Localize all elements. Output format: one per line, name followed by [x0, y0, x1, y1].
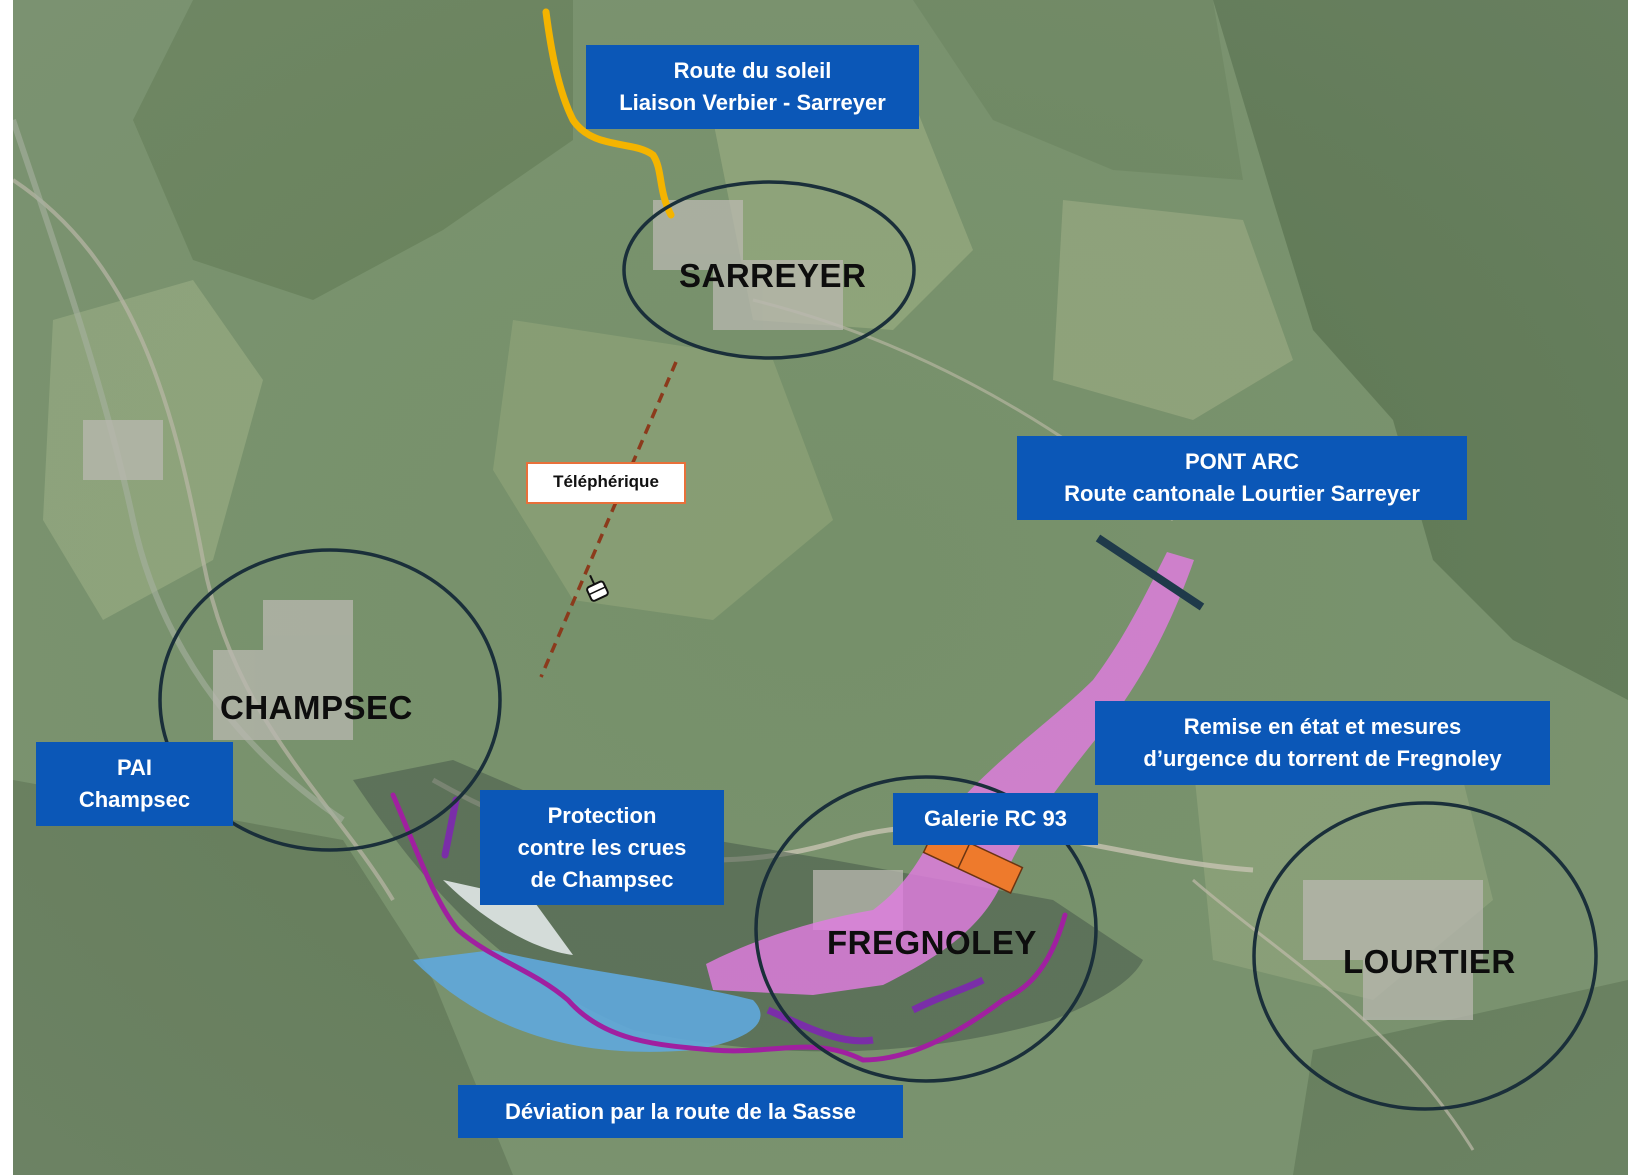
planning-overlay: [158, 8, 1598, 1111]
galerie-label: Galerie RC 93: [893, 793, 1098, 845]
teleferique-line: [539, 361, 678, 678]
aerial-terrain: [13, 0, 1628, 1175]
route-soleil-label: Route du soleil Liaison Verbier - Sarrey…: [586, 45, 919, 129]
pont-arc-label: PONT ARC Route cantonale Lourtier Sarrey…: [1017, 436, 1467, 520]
place-sarreyer: SARREYER: [679, 257, 867, 294]
circle-sarreyer: [622, 180, 916, 360]
reservoir-water: [413, 950, 761, 1052]
remise-label: Remise en état et mesures d’urgence du t…: [1095, 701, 1550, 785]
circle-fregnoley: [754, 775, 1098, 1083]
teleferique-label: Téléphérique: [526, 462, 686, 504]
protection-line: [441, 796, 460, 859]
protection-label: Protection contre les crues de Champsec: [480, 790, 724, 905]
pont-arc-line: [1095, 534, 1205, 611]
deviation-label: Déviation par la route de la Sasse: [458, 1085, 903, 1138]
deviation-route: [390, 792, 1068, 1063]
circle-champsec: [158, 548, 502, 852]
circle-lourtier: [1252, 801, 1598, 1111]
place-champsec: CHAMPSEC: [220, 689, 413, 726]
route-soleil-line: [542, 8, 675, 219]
place-fregnoley: FREGNOLEY: [827, 924, 1037, 961]
pai-label: PAI Champsec: [36, 742, 233, 826]
cable-car-icon: [586, 574, 609, 602]
place-lourtier: LOURTIER: [1343, 943, 1516, 980]
map-canvas[interactable]: Route du soleil Liaison Verbier - Sarrey…: [13, 0, 1628, 1175]
torrent-zone: [706, 552, 1194, 995]
